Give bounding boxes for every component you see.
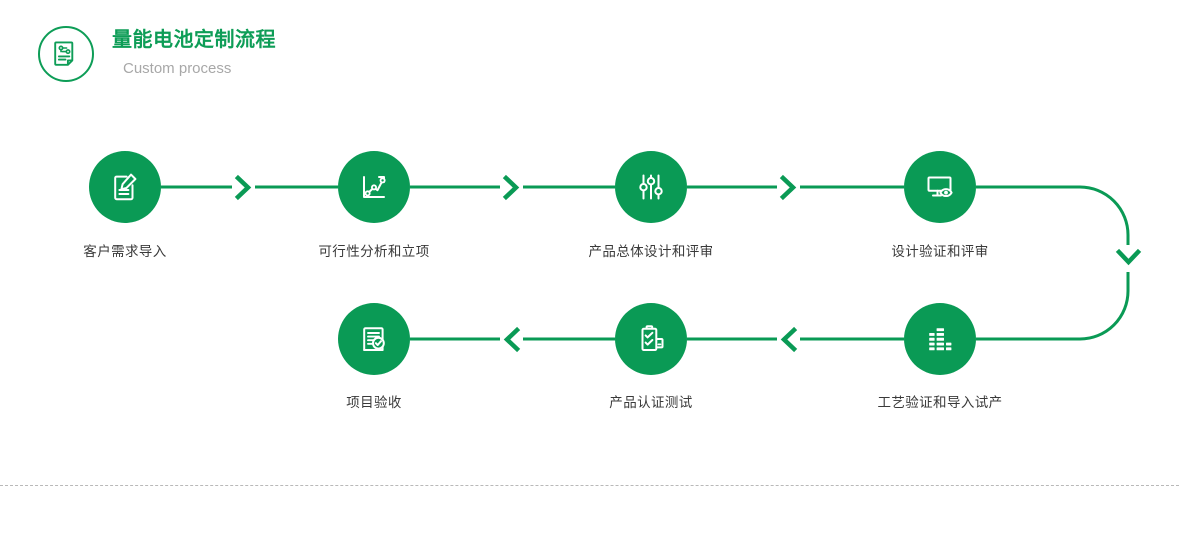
line-chart-icon (356, 169, 392, 205)
chevron-right-3 (779, 174, 797, 201)
page-subtitle: Custom process (123, 60, 232, 77)
monitor-eye-icon (922, 169, 958, 205)
step-label-2: 可行性分析和立项 (318, 244, 430, 259)
step-node-1[interactable] (89, 151, 161, 223)
step-node-5[interactable] (904, 303, 976, 375)
custom-process-flow: 客户需求导入 可行性分析和立项 (83, 151, 1142, 410)
bottom-divider (0, 485, 1179, 486)
step-node-2[interactable] (338, 151, 410, 223)
chevron-left-1 (780, 326, 798, 353)
document-check-icon (356, 321, 392, 357)
equalizer-bars-icon (922, 321, 958, 357)
flow-connectors (161, 174, 1142, 353)
chevron-left-2 (503, 326, 521, 353)
page-title: 量能电池定制流程 (112, 29, 276, 51)
sliders-icon (633, 169, 669, 205)
step-label-6: 产品认证测试 (609, 395, 693, 410)
header-badge (38, 26, 94, 82)
clipboard-check-icon (633, 321, 669, 357)
chevron-right-1 (234, 174, 252, 201)
chevron-down-wrap (1115, 248, 1142, 266)
header-text-block: 量能电池定制流程 Custom process (112, 26, 276, 80)
step-label-7: 项目验收 (346, 395, 402, 410)
step-label-3: 产品总体设计和评审 (588, 244, 714, 259)
wrap-curve-lower (976, 272, 1130, 341)
step-node-3[interactable] (615, 151, 687, 223)
step-node-7[interactable] (338, 303, 410, 375)
step-label-5: 工艺验证和导入试产 (877, 395, 1003, 410)
flowchart-document-icon (52, 40, 80, 68)
chevron-right-2 (502, 174, 520, 201)
step-node-4[interactable] (904, 151, 976, 223)
step-label-4: 设计验证和评审 (891, 244, 989, 259)
step-node-6[interactable] (615, 303, 687, 375)
wrap-curve-upper (976, 185, 1130, 245)
document-pencil-icon (107, 169, 143, 205)
step-label-1: 客户需求导入 (83, 244, 167, 259)
section-header: 量能电池定制流程 Custom process (38, 26, 458, 96)
